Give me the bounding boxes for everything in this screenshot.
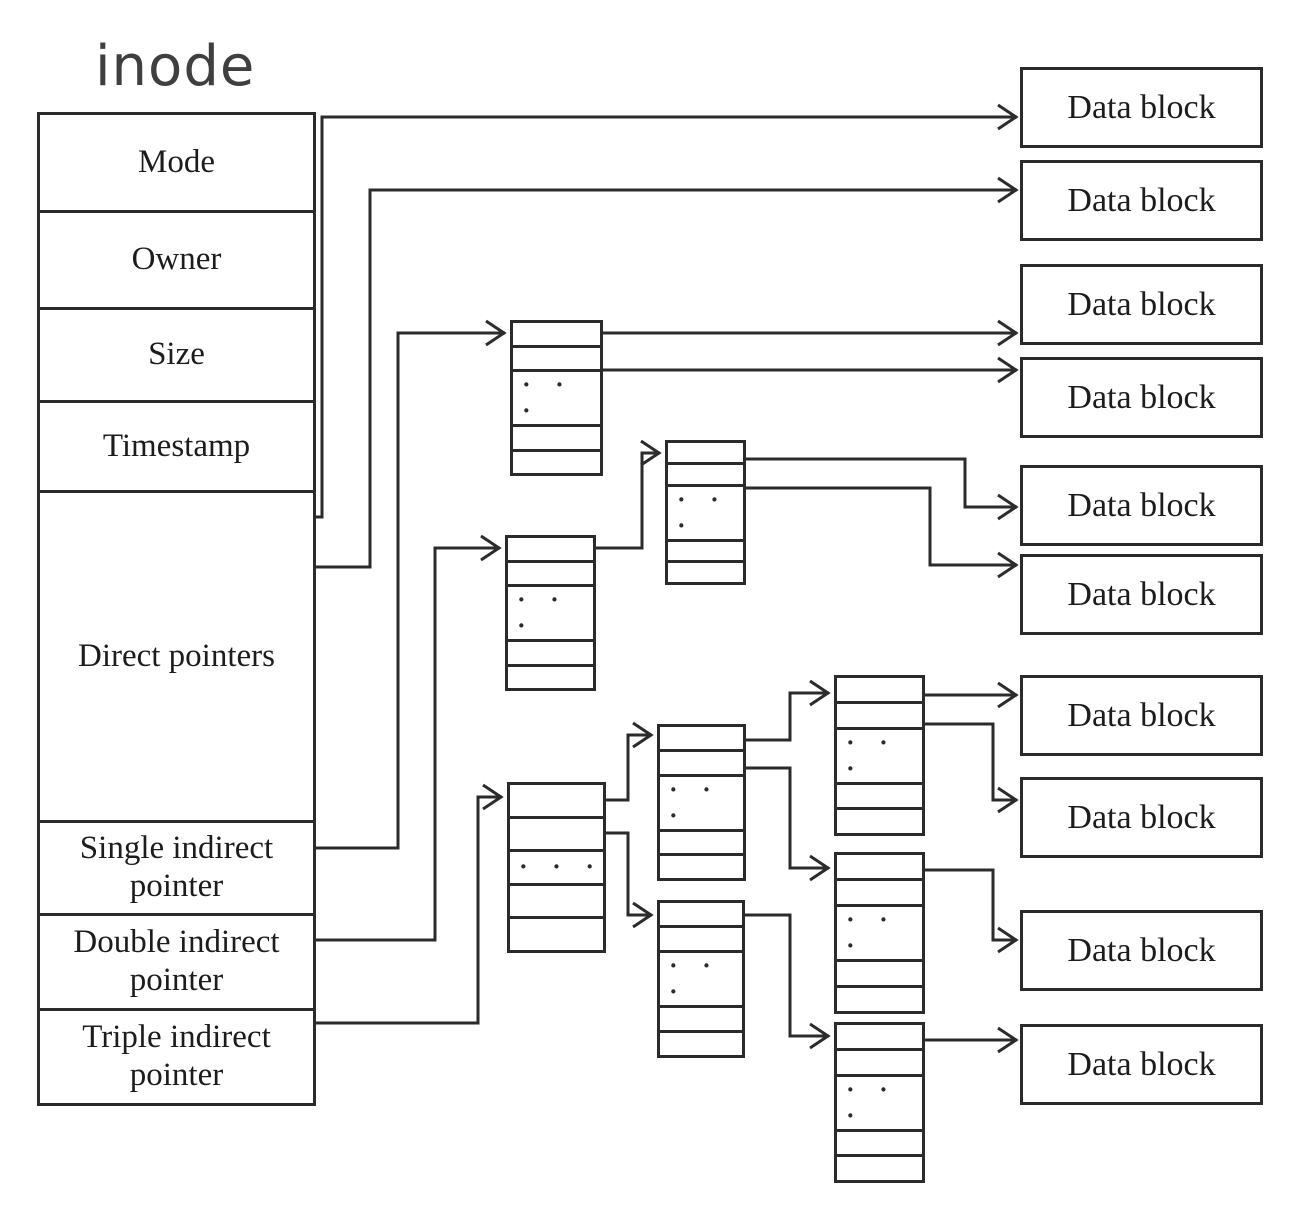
- double-indirect-block-L1: · · ·: [505, 535, 596, 691]
- data-block-4: Data block: [1020, 357, 1263, 438]
- pointer-slot: [508, 663, 593, 689]
- arrow-triple-L2-upper-to-L3-top: [743, 679, 831, 742]
- pointer-slot: [513, 424, 600, 449]
- pointer-slot-ellipsis: · · ·: [510, 849, 603, 883]
- triple-indirect-block-L1: · · ·: [507, 782, 606, 953]
- arrow-double-indirect-pointer-to-double-L1: [313, 534, 502, 942]
- pointer-slot: [660, 925, 742, 950]
- single-indirect-block: · · ·: [510, 320, 603, 476]
- pointer-slot: [837, 700, 922, 727]
- pointer-slot: [660, 1005, 742, 1030]
- data-block-5: Data block: [1020, 465, 1263, 546]
- inode-field-owner: Owner: [40, 210, 313, 307]
- pointer-slot: [660, 727, 743, 749]
- pointer-slot: [668, 443, 743, 462]
- arrow-L3-top-to-data-block-8: [922, 722, 1019, 814]
- data-block-9: Data block: [1020, 910, 1263, 991]
- pointer-slot-ellipsis: · · ·: [837, 726, 922, 782]
- pointer-slot: [837, 781, 922, 808]
- triple-indirect-block-L3-middle: · · ·: [834, 852, 925, 1014]
- inode-field-size: Size: [40, 307, 313, 400]
- inode-table: Mode Owner Size Timestamp Direct pointer…: [37, 112, 316, 1106]
- arrow-L3-middle-to-data-block-9: [922, 868, 1019, 954]
- pointer-slot: [837, 1128, 922, 1155]
- inode-field-triple-indirect-pointer: Triple indirect pointer: [40, 1008, 313, 1103]
- triple-indirect-block-L2-lower: · · ·: [657, 900, 745, 1058]
- data-block-1: Data block: [1020, 67, 1263, 148]
- pointer-slot: [837, 1047, 922, 1074]
- inode-field-double-indirect-pointer: Double indirect pointer: [40, 913, 313, 1008]
- pointer-slot: [660, 1030, 742, 1055]
- data-block-3: Data block: [1020, 264, 1263, 345]
- pointer-slot: [660, 748, 743, 774]
- pointer-slot: [837, 1025, 922, 1048]
- diagram-title: inode: [95, 34, 256, 99]
- double-indirect-block-L2: · · ·: [665, 440, 746, 585]
- arrow-direct-2-to-data-block-2: [313, 176, 1019, 569]
- data-block-7: Data block: [1020, 675, 1263, 756]
- pointer-slot: [513, 448, 600, 474]
- inode-field-timestamp: Timestamp: [40, 400, 313, 490]
- pointer-slot: [513, 344, 600, 370]
- data-block-2: Data block: [1020, 160, 1263, 241]
- triple-indirect-block-L3-top: · · ·: [834, 675, 925, 836]
- arrow-triple-indirect-pointer-to-triple-L1: [313, 783, 504, 1025]
- triple-indirect-block-L3-bottom: · · ·: [834, 1022, 925, 1183]
- pointer-slot: [837, 959, 922, 985]
- triple-indirect-block-L2-upper: · · ·: [657, 724, 746, 881]
- arrow-double-L2-to-data-block-6: [743, 486, 1019, 579]
- arrow-double-L1-to-double-L2: [593, 439, 662, 550]
- arrow-triple-L1-to-triple-L2-upper: [603, 721, 654, 802]
- pointer-slot: [510, 785, 603, 816]
- arrow-triple-L1-to-triple-L2-lower: [603, 831, 654, 929]
- pointer-slot: [837, 855, 922, 878]
- pointer-slot: [660, 828, 743, 854]
- arrow-triple-L2-upper-to-L3-middle: [743, 766, 831, 882]
- pointer-slot-ellipsis: · · ·: [508, 584, 593, 639]
- pointer-slot-ellipsis: · · ·: [660, 773, 743, 829]
- pointer-slot-ellipsis: · · ·: [660, 950, 742, 1005]
- pointer-slot: [837, 1154, 922, 1180]
- pointer-slot-ellipsis: · · ·: [837, 1073, 922, 1129]
- arrow-double-L2-to-data-block-5: [743, 457, 1019, 521]
- data-block-8: Data block: [1020, 777, 1263, 858]
- pointer-slot: [513, 323, 600, 345]
- pointer-slot-ellipsis: · · ·: [837, 904, 922, 959]
- pointer-slot: [837, 678, 922, 701]
- arrow-direct-1-to-data-block-1: [313, 103, 1019, 519]
- data-block-6: Data block: [1020, 554, 1263, 635]
- pointer-slot: [837, 878, 922, 904]
- pointer-slot-ellipsis: · · ·: [513, 369, 600, 424]
- pointer-slot: [660, 853, 743, 878]
- pointer-slot: [510, 882, 603, 917]
- pointer-slot-ellipsis: · · ·: [668, 483, 743, 539]
- pointer-slot: [837, 807, 922, 833]
- pointer-slot: [668, 538, 743, 561]
- pointer-slot: [660, 903, 742, 925]
- pointer-slot: [510, 916, 603, 950]
- pointer-slot: [668, 560, 743, 582]
- data-block-10: Data block: [1020, 1024, 1263, 1105]
- pointer-slot: [510, 815, 603, 850]
- pointer-slot: [508, 559, 593, 585]
- inode-field-single-indirect-pointer: Single indirect pointer: [40, 820, 313, 913]
- pointer-slot: [668, 461, 743, 484]
- pointer-slot: [508, 639, 593, 664]
- pointer-slot: [837, 985, 922, 1011]
- pointer-slot: [508, 538, 593, 560]
- arrow-triple-L2-lower-to-L3-bottom: [742, 913, 831, 1050]
- inode-field-mode: Mode: [138, 143, 215, 180]
- inode-field-direct-pointers: Direct pointers: [40, 490, 313, 820]
- arrow-single-indirect-pointer-to-single-block: [313, 319, 507, 850]
